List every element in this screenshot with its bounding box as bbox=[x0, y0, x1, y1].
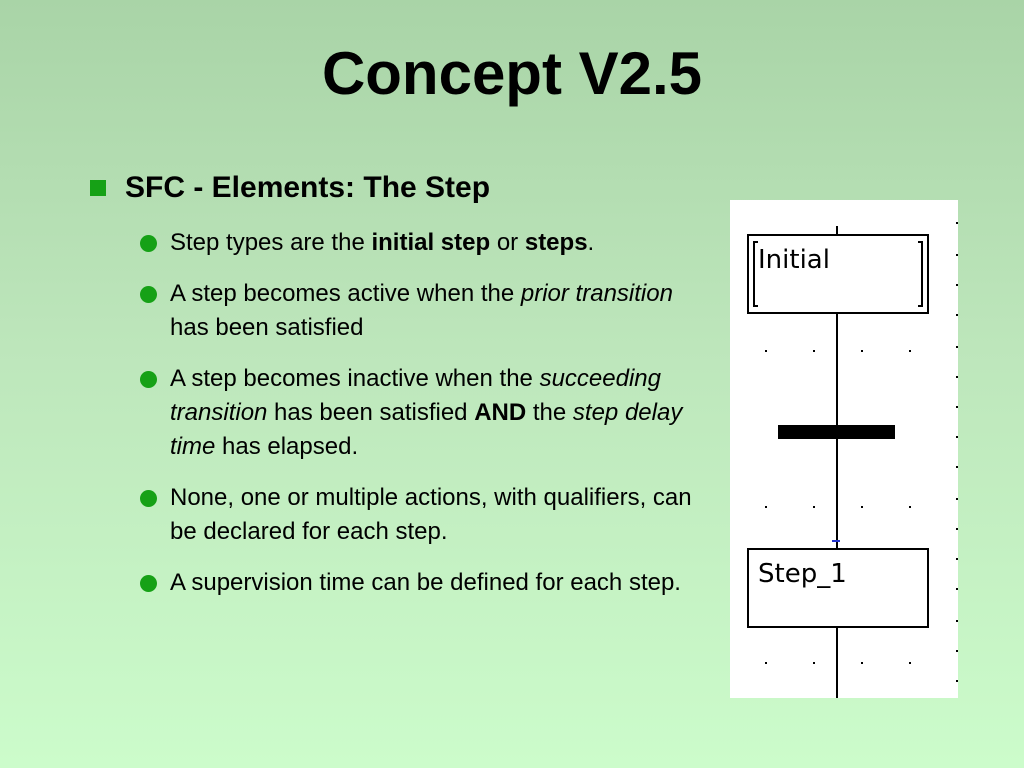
round-bullet-icon bbox=[140, 575, 157, 592]
bullet-text-segment: A supervision time can be defined for ea… bbox=[170, 569, 681, 596]
bullet-text-segment: A step becomes active when the bbox=[170, 280, 521, 307]
sfc-diagram-canvas: Initial Step_1 bbox=[747, 222, 958, 698]
round-bullet-icon bbox=[140, 490, 157, 507]
bullet-text-segment: initial step bbox=[371, 229, 491, 256]
initial-step-inner-frame bbox=[753, 241, 923, 307]
slide-title: Concept V2.5 bbox=[321, 40, 703, 107]
step-label: Step_1 bbox=[758, 559, 847, 589]
bullet-item: A supervision time can be defined for ea… bbox=[140, 566, 700, 600]
bullet-text-segment: AND bbox=[474, 399, 527, 426]
bullet-item: None, one or multiple actions, with qual… bbox=[140, 481, 700, 549]
bullet-text-segment: A step becomes inactive when the bbox=[170, 365, 540, 392]
bullet-item: A step becomes inactive when the succeed… bbox=[140, 362, 700, 464]
transition-bar bbox=[778, 425, 895, 439]
square-bullet-icon bbox=[90, 180, 106, 196]
bullet-text-segment: has been satisfied bbox=[267, 399, 475, 426]
bullet-text-segment: Step types are the bbox=[170, 229, 372, 256]
step-box bbox=[747, 548, 929, 628]
bullet-text-segment: or bbox=[490, 229, 525, 256]
section-heading-text: SFC - Elements: The Step bbox=[125, 171, 491, 204]
bullet-text-segment: prior transition bbox=[520, 280, 673, 307]
round-bullet-icon bbox=[140, 235, 157, 252]
bullet-text-segment: . bbox=[587, 229, 595, 256]
bullet-text-segment: step delay time bbox=[170, 399, 683, 460]
bullet-list: Step types are the initial step or steps… bbox=[140, 226, 700, 617]
bullet-item: Step types are the initial step or steps… bbox=[140, 226, 700, 260]
bullet-text-segment: has been satisfied bbox=[170, 314, 364, 341]
bullet-text-segment: the bbox=[526, 399, 573, 426]
round-bullet-icon bbox=[140, 371, 157, 388]
round-bullet-icon bbox=[140, 286, 157, 303]
initial-step-label: Initial bbox=[758, 245, 830, 275]
bullet-text-segment: has elapsed. bbox=[215, 433, 359, 460]
bullet-text-segment: steps bbox=[524, 229, 588, 256]
bullet-text-segment: None, one or multiple actions, with qual… bbox=[170, 484, 692, 545]
sfc-diagram: Initial Step_1 bbox=[730, 200, 958, 698]
grid-dots bbox=[765, 222, 958, 682]
bullet-text-segment: succeeding transition bbox=[170, 365, 661, 426]
bullet-item: A step becomes active when the prior tra… bbox=[140, 277, 700, 345]
initial-step-box bbox=[747, 234, 929, 314]
